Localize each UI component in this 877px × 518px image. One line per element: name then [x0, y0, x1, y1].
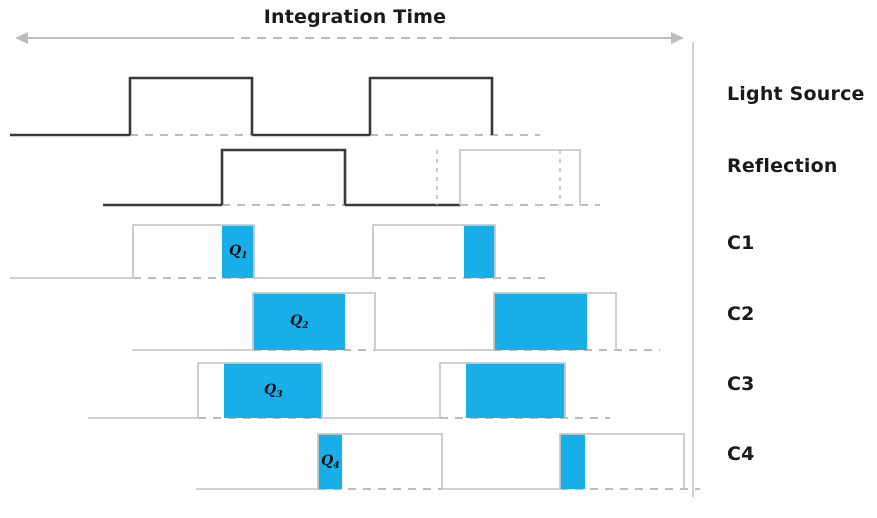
row-label-light-source: Light Source: [727, 83, 865, 105]
charge-fill-c4-1: [560, 434, 585, 489]
pulse-outline-light-source-1: [368, 76, 494, 135]
integration-time-axis: [15, 32, 684, 44]
pulse-outline-c4-0: [317, 433, 443, 489]
pulse-outline-c1-1: [372, 224, 496, 278]
waveform-row-light-source: [10, 76, 540, 137]
row-label-c1: C1: [727, 232, 755, 254]
waveform-row-c2: [132, 292, 660, 351]
axis-arrowhead-right: [671, 32, 684, 44]
row-label-reflection: Reflection: [727, 155, 838, 177]
charge-fill-c1-0: [222, 225, 254, 278]
pulse-outline-light-source-0: [128, 76, 254, 135]
pulse-outline-c1-0: [132, 224, 255, 278]
charge-fill-c3-0: [224, 363, 322, 418]
waveform-row-c4: [196, 433, 700, 490]
row-label-c2: C2: [727, 303, 755, 325]
pulse-outline-c2-1: [493, 292, 617, 350]
charge-fill-c1-1: [464, 225, 495, 278]
charge-fill-c4-0: [318, 434, 342, 489]
waveform-row-c3: [88, 362, 610, 419]
axis-arrowhead-left: [15, 32, 28, 44]
row-label-c4: C4: [727, 443, 755, 465]
pulse-outline-reflection-0: [220, 148, 347, 205]
row-label-c3: C3: [727, 373, 755, 395]
waveform-row-reflection: [103, 148, 600, 207]
charge-fill-c3-1: [466, 363, 565, 418]
pulse-outline-c3-1: [439, 362, 566, 418]
charge-fill-c2-1: [494, 293, 587, 350]
pulse-outline-c2-0: [252, 292, 376, 350]
pulse-outline-c4-1: [559, 433, 685, 489]
charge-fill-c2-0: [253, 293, 345, 350]
diagram-title: Integration Time: [263, 6, 447, 28]
pulse-outline-c3-0: [197, 362, 323, 418]
pulse-outline-reflection-1: [459, 149, 581, 205]
waveform-row-c1: [10, 224, 545, 279]
